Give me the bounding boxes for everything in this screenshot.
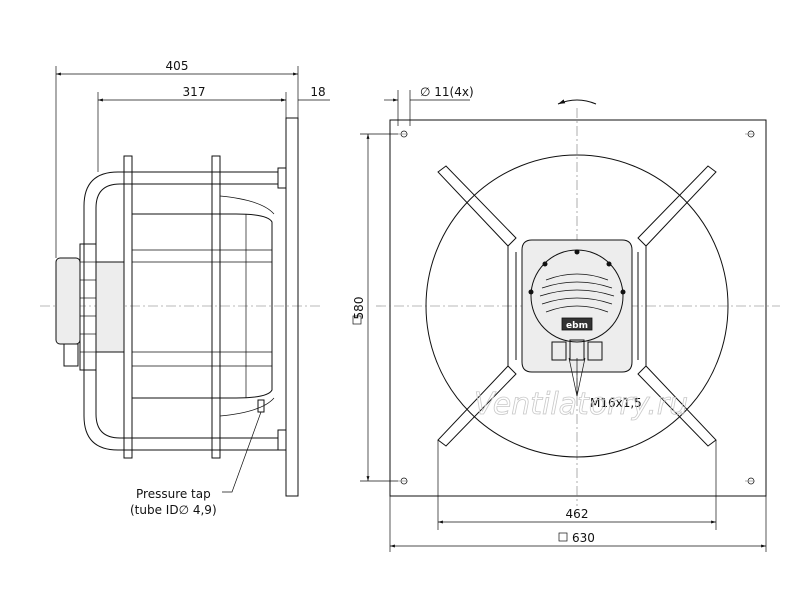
front-mounting-plate (389, 119, 767, 497)
rotation-direction-arrow (557, 99, 597, 105)
dim-580-label: 580 (352, 297, 366, 320)
side-motor-housing (55, 257, 81, 345)
motor-logo: ebm (566, 321, 588, 331)
dim-630-square-symbol (558, 532, 568, 542)
front-cable-gland-3 (587, 341, 603, 361)
side-inlet-curve-top (219, 195, 275, 215)
side-impeller-body (131, 213, 273, 399)
arm-top-left (437, 165, 517, 247)
side-motor-rotor (95, 261, 125, 353)
dim-317-label: 317 (183, 85, 206, 99)
front-view: ebm ∅ 11(4x) 580 M16x1,5 462 (352, 85, 780, 552)
bolt-leader-3 (576, 357, 586, 397)
motor-screw-1 (542, 261, 548, 267)
corner-hole-bottom-right (745, 477, 757, 485)
front-motor-cooling-fins (539, 273, 615, 313)
pressure-tap-label: Pressure tap (136, 487, 211, 501)
side-strut-rear (211, 155, 221, 459)
front-inlet-ring (425, 154, 729, 458)
pressure-tap-tube-label: (tube ID∅ 4,9) (130, 503, 217, 517)
side-plate-clamp-top (277, 167, 287, 189)
pressure-tap-leader (222, 411, 262, 493)
arm-bottom-right (637, 365, 717, 447)
side-view: Pressure tap (tube ID∅ 4,9) 405 317 18 (40, 59, 330, 517)
motor-screw-2 (606, 261, 612, 267)
motor-screw-4 (620, 289, 626, 295)
dim-405-label: 405 (166, 59, 189, 73)
watermark: Ventilatorry.ru (474, 387, 688, 422)
motor-screw-3 (528, 289, 534, 295)
corner-hole-bottom-left (398, 477, 410, 485)
dim-462-label: 462 (566, 507, 589, 521)
motor-logo-plate (561, 317, 593, 331)
side-motor-flange (79, 243, 97, 371)
dim-630-label: 630 (572, 531, 595, 545)
corner-hole-top-left (398, 130, 410, 138)
side-strut-front (123, 155, 133, 459)
arm-bottom-left (437, 365, 517, 447)
dim-580-square-symbol (352, 315, 362, 325)
side-mounting-plate (285, 117, 299, 497)
dim-18-label: 18 (310, 85, 325, 99)
dim-hole-label: ∅ 11(4x) (420, 85, 474, 99)
bolt-label: M16x1,5 (590, 396, 642, 410)
front-cable-gland-1 (551, 341, 567, 361)
side-support-frame-outer (83, 171, 278, 451)
bolt-leader-1 (568, 357, 578, 397)
arm-top-right (637, 165, 717, 247)
motor-screw-5 (574, 249, 580, 255)
front-support-arms (437, 165, 717, 447)
side-inlet-curve-bottom (219, 397, 275, 417)
side-plate-clamp-bottom (277, 429, 287, 451)
side-cable-gland (63, 343, 79, 367)
corner-hole-top-right (745, 130, 757, 138)
